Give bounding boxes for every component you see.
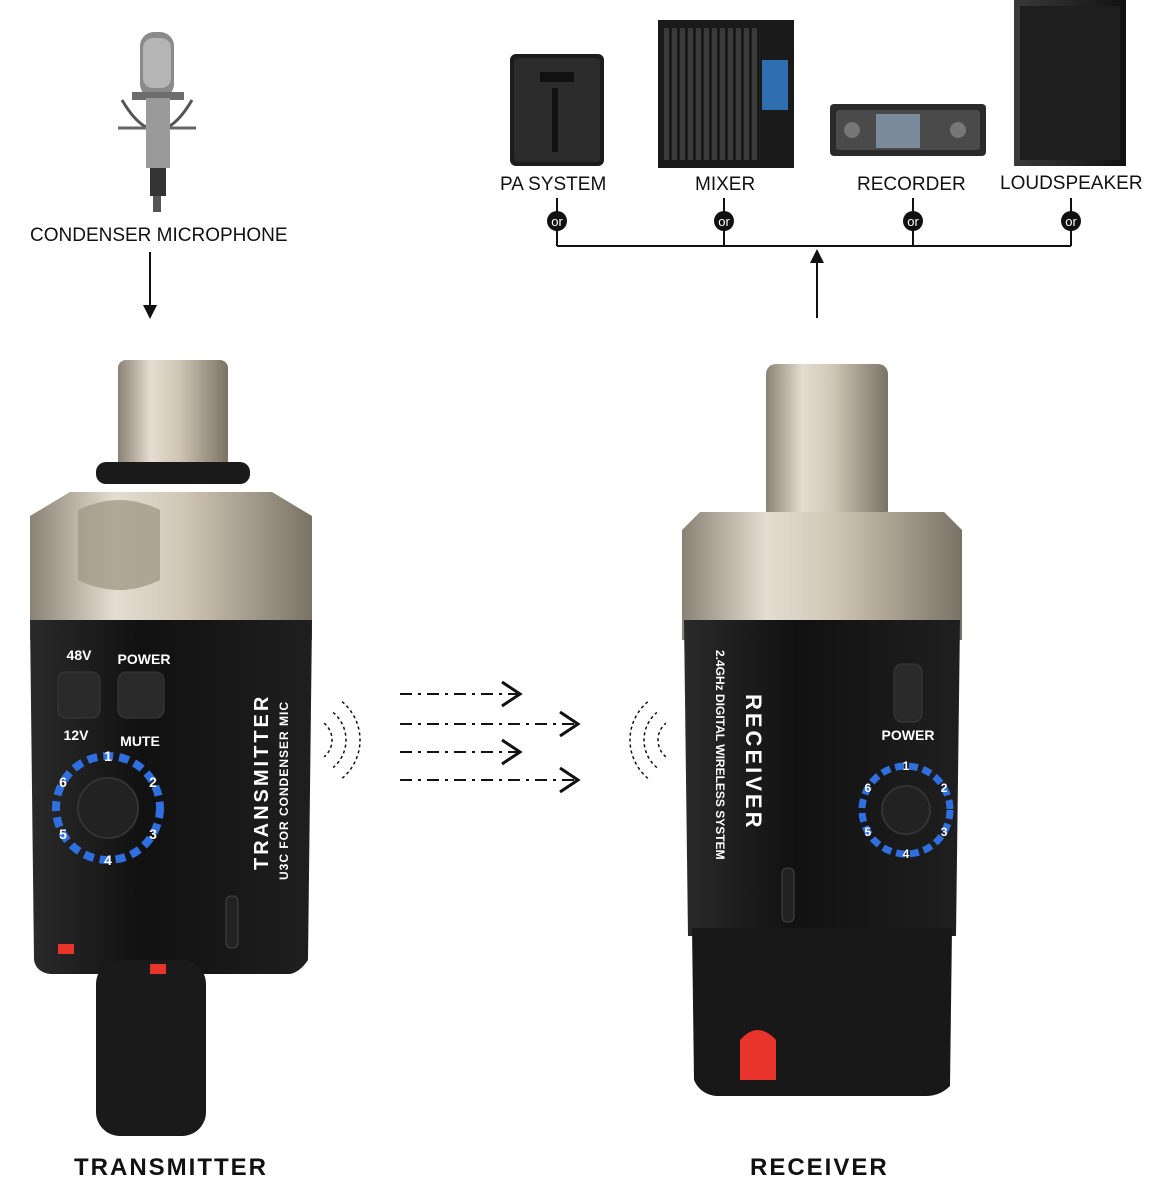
or-connector — [903, 211, 923, 231]
tx-label-mute: MUTE — [120, 733, 160, 749]
mixer-channel-strip — [664, 28, 669, 160]
channel-number: 6 — [59, 774, 67, 790]
mixer-channel-strip — [712, 28, 717, 160]
mixer-image — [658, 20, 794, 168]
mixer-channel-strip — [728, 28, 733, 160]
loudspeaker-image — [1014, 0, 1126, 166]
signal-arrow-head — [559, 710, 581, 738]
signal-arrow-head — [501, 738, 523, 766]
or-connector — [714, 211, 734, 231]
destination-label-pa-system: PA SYSTEM — [500, 174, 607, 195]
tx-channel-numbers: 1 2 3 4 5 6 — [59, 748, 157, 868]
mixer-channel-strip — [744, 28, 749, 160]
channel-number: 2 — [149, 774, 157, 790]
destination-label-recorder: RECORDER — [857, 174, 966, 195]
channel-number: 4 — [903, 847, 910, 861]
mixer-channel-strip — [720, 28, 725, 160]
condenser-microphone-image — [118, 32, 196, 212]
mixer-channel-strip — [752, 28, 757, 160]
tx-side-subtitle: U3C FOR CONDENSER MIC — [277, 701, 291, 880]
output-bus: or or or or — [547, 198, 1081, 247]
signal-wave-arc — [643, 711, 658, 769]
or-connector-label: or — [1065, 214, 1077, 229]
rx-channel-numbers: 1 2 3 4 5 6 — [865, 759, 948, 861]
or-connector-label: or — [718, 214, 730, 229]
channel-number: 6 — [865, 781, 872, 795]
channel-number: 3 — [941, 825, 948, 839]
tx-side-title: TRANSMITTER — [251, 694, 273, 870]
recorder-image — [830, 104, 986, 156]
channel-number: 1 — [104, 748, 112, 764]
mixer-channel-strip — [672, 28, 677, 160]
signal-wave-arc — [629, 701, 649, 779]
tx-label-12v: 12V — [64, 727, 90, 743]
mixer-channel-strip — [688, 28, 693, 160]
signal-arrow-head — [501, 680, 523, 708]
receiver-device — [682, 364, 962, 1096]
pa-system-image — [510, 54, 604, 166]
transmit-signal-waves — [323, 701, 361, 779]
signal-arrows — [400, 680, 581, 794]
destination-label-mixer: MIXER — [695, 174, 756, 195]
destination-label-loudspeaker: LOUDSPEAKER — [1000, 173, 1143, 194]
channel-number: 5 — [59, 826, 67, 842]
receiver-caption: RECEIVER — [750, 1154, 889, 1181]
or-connector-label: or — [907, 214, 919, 229]
or-connector — [1061, 211, 1081, 231]
mixer-channel-strip — [704, 28, 709, 160]
signal-wave-arc — [323, 722, 333, 758]
transmitter-device — [30, 360, 312, 1136]
signal-wave-arc — [341, 701, 361, 779]
receive-signal-waves — [629, 701, 667, 779]
mixer-channel-strip — [680, 28, 685, 160]
channel-number: 1 — [903, 759, 910, 773]
source-label: CONDENSER MICROPHONE — [30, 225, 288, 246]
mixer-channel-strip — [736, 28, 741, 160]
channel-number: 4 — [104, 852, 112, 868]
rx-label-power: POWER — [882, 727, 935, 743]
tx-label-48v: 48V — [67, 647, 93, 663]
transmitter-caption: TRANSMITTER — [74, 1154, 268, 1181]
or-connector — [547, 211, 567, 231]
rx-side-title: RECEIVER — [741, 694, 766, 830]
signal-wave-arc — [657, 722, 667, 758]
rx-side-subtitle: 2.4GHz DIGITAL WIRELESS SYSTEM — [713, 650, 727, 860]
signal-arrow-head — [559, 766, 581, 794]
channel-number: 3 — [149, 826, 157, 842]
tx-label-power: POWER — [118, 651, 171, 667]
signal-wave-arc — [332, 711, 347, 769]
or-connector-label: or — [551, 214, 563, 229]
channel-number: 5 — [865, 825, 872, 839]
channel-number: 2 — [941, 781, 948, 795]
mixer-channel-strip — [696, 28, 701, 160]
